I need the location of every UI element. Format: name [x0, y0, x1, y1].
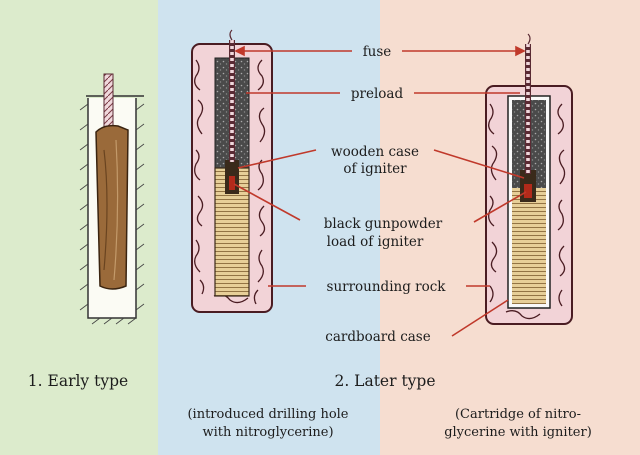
caption-right-sub-1: (Cartridge of nitro- [455, 407, 581, 422]
cartridge-rock [485, 33, 573, 325]
caption-left-sub-2: with nitroglycerine) [202, 425, 333, 440]
label-wooden-case-2: of igniter [343, 161, 407, 177]
label-wooden-case-1: wooden case [331, 144, 419, 160]
early-type-hole [79, 73, 145, 325]
label-black-gunpowder-1: black gunpowder [324, 216, 443, 232]
later-type-rock [191, 29, 273, 313]
caption-right-sub-2: glycerine with igniter) [444, 425, 592, 440]
pointer-lines [233, 45, 527, 337]
label-preload: preload [351, 86, 404, 102]
caption-left-sub-1: (introduced drilling hole [187, 407, 348, 422]
caption-early-type: 1. Early type [28, 372, 128, 390]
label-black-gunpowder-2: load of igniter [327, 234, 424, 250]
label-fuse: fuse [363, 44, 392, 60]
label-surrounding-rock: surrounding rock [327, 279, 447, 295]
label-cardboard-case: cardboard case [325, 329, 430, 345]
caption-later-type: 2. Later type [334, 372, 435, 390]
